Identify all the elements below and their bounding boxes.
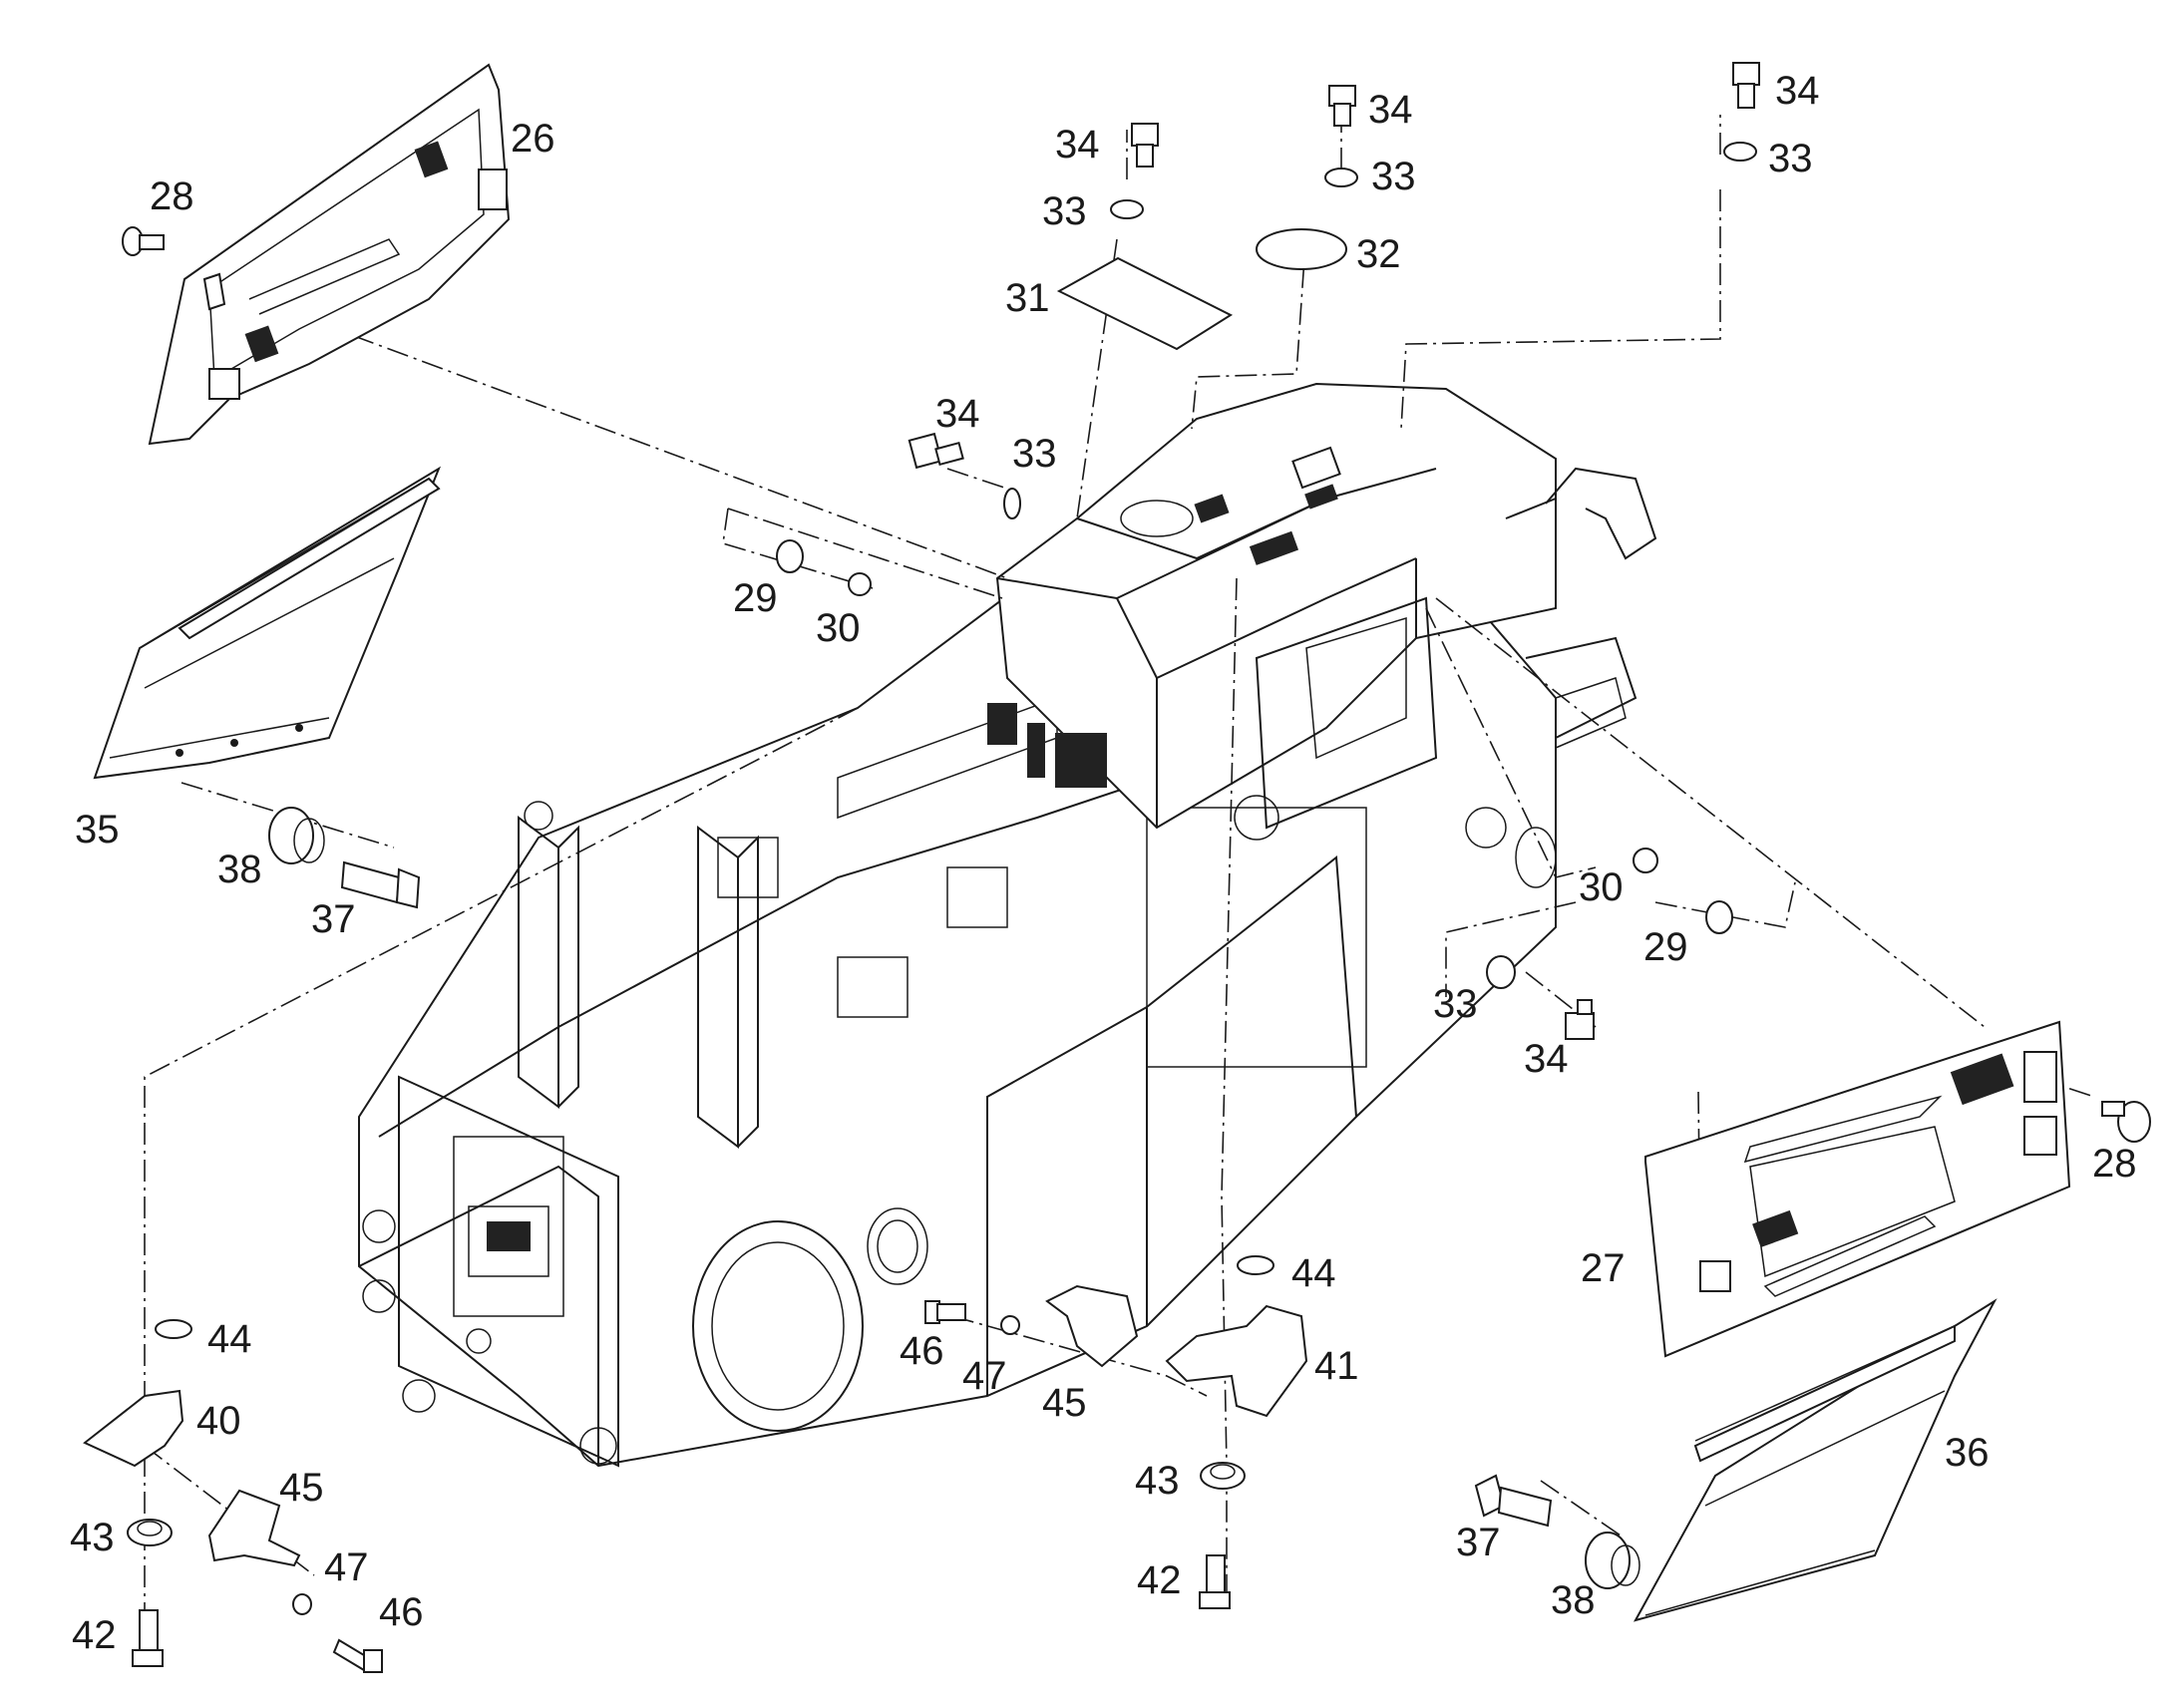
washer-33-top-right — [1723, 142, 1757, 162]
seal-ring-32 — [1256, 228, 1347, 270]
cover-panel-36 — [1633, 1298, 1998, 1622]
callout-28-right: 28 — [2092, 1142, 2137, 1186]
latch-45-left — [207, 1489, 301, 1567]
callout-38-right: 38 — [1551, 1578, 1596, 1622]
callout-46-left: 46 — [379, 1590, 424, 1634]
callout-37-left: 37 — [311, 897, 356, 941]
callout-36: 36 — [1945, 1431, 1990, 1475]
callout-33-mid: 33 — [1012, 432, 1057, 476]
bushing-43-mid — [1200, 1462, 1246, 1490]
callout-30-right: 30 — [1579, 865, 1624, 909]
bolt-28-left — [122, 226, 165, 256]
callout-34-top-left: 34 — [1055, 123, 1100, 167]
callout-29-right: 29 — [1643, 925, 1688, 969]
callout-31: 31 — [1005, 276, 1050, 320]
washer-29-left — [776, 539, 804, 573]
washer-33-top-mid — [1324, 168, 1358, 187]
cover-panel-35 — [93, 466, 442, 780]
callout-labels: 26 28 35 38 37 34 33 31 34 33 32 34 33 3… — [70, 69, 2137, 1657]
callout-34-mid: 34 — [935, 392, 980, 436]
bracket-40 — [83, 1389, 184, 1468]
callout-30-left: 30 — [816, 606, 861, 650]
bolt-46-left — [332, 1638, 383, 1673]
main-frame — [358, 467, 1627, 1468]
callout-40: 40 — [196, 1399, 241, 1443]
callout-43-left: 43 — [70, 1516, 115, 1559]
bolt-34-mid — [908, 432, 964, 470]
washer-47-left — [292, 1593, 312, 1615]
bolt-42-mid — [1199, 1554, 1231, 1609]
callout-35: 35 — [75, 808, 120, 852]
nut-30-right — [1633, 848, 1658, 873]
side-panel-26 — [148, 63, 511, 446]
callout-44-mid: 44 — [1291, 1251, 1336, 1295]
callout-32: 32 — [1356, 232, 1401, 276]
bushing-43-left — [127, 1519, 173, 1546]
washer-44-left — [155, 1319, 192, 1339]
callout-41: 41 — [1314, 1344, 1359, 1388]
callout-46-mid: 46 — [900, 1329, 944, 1373]
bushing-38-right — [1585, 1532, 1640, 1589]
callout-42-mid: 42 — [1137, 1558, 1182, 1602]
bolt-37-right — [1474, 1474, 1553, 1528]
washer-47-mid — [1000, 1315, 1020, 1335]
washer-33-mid — [1003, 488, 1021, 519]
leader-lines — [144, 115, 2095, 1615]
bolt-34-right — [1565, 999, 1595, 1040]
washer-44-mid — [1237, 1255, 1274, 1275]
callout-44-left: 44 — [207, 1317, 252, 1361]
callout-43-mid: 43 — [1135, 1459, 1180, 1503]
callout-33-top-mid: 33 — [1371, 155, 1416, 198]
callout-33-right: 33 — [1433, 982, 1478, 1026]
bolt-34-top-left — [1131, 123, 1159, 168]
callout-47-mid: 47 — [962, 1354, 1007, 1398]
callout-45-left: 45 — [279, 1466, 324, 1510]
bolt-46-mid — [924, 1300, 966, 1324]
callout-38-left: 38 — [217, 848, 262, 891]
washer-29-right — [1705, 900, 1733, 934]
callout-42-left: 42 — [72, 1613, 117, 1657]
washer-33-right — [1486, 955, 1516, 989]
callout-33-top-left: 33 — [1042, 189, 1087, 233]
callout-34-right: 34 — [1524, 1037, 1569, 1081]
callout-34-top-mid: 34 — [1368, 88, 1413, 132]
bolt-42-left — [132, 1609, 164, 1667]
callout-27: 27 — [1581, 1246, 1626, 1290]
bolt-34-top-right — [1732, 62, 1760, 109]
side-panel-27 — [1644, 1020, 2071, 1358]
callout-37-right: 37 — [1456, 1521, 1501, 1564]
bushing-38-left — [268, 807, 325, 864]
callout-34-top-right: 34 — [1775, 69, 1820, 113]
latch-45-mid — [1045, 1284, 1139, 1368]
callout-28-left: 28 — [150, 174, 194, 218]
callout-33-top-right: 33 — [1768, 137, 1813, 180]
callout-26: 26 — [511, 117, 555, 161]
callout-47-left: 47 — [324, 1545, 369, 1589]
callout-29-left: 29 — [733, 576, 778, 620]
bolt-37-left — [340, 860, 421, 909]
bolt-34-top-mid — [1328, 85, 1356, 127]
cover-plate-31 — [1056, 256, 1234, 351]
hardware — [83, 62, 2151, 1673]
nut-30-left — [848, 572, 872, 596]
bracket-41 — [1165, 1304, 1308, 1418]
bolt-28-right — [2101, 1101, 2151, 1143]
washer-33-top-left — [1110, 199, 1144, 219]
cab-body — [987, 382, 1657, 888]
callout-45-mid: 45 — [1042, 1381, 1087, 1425]
